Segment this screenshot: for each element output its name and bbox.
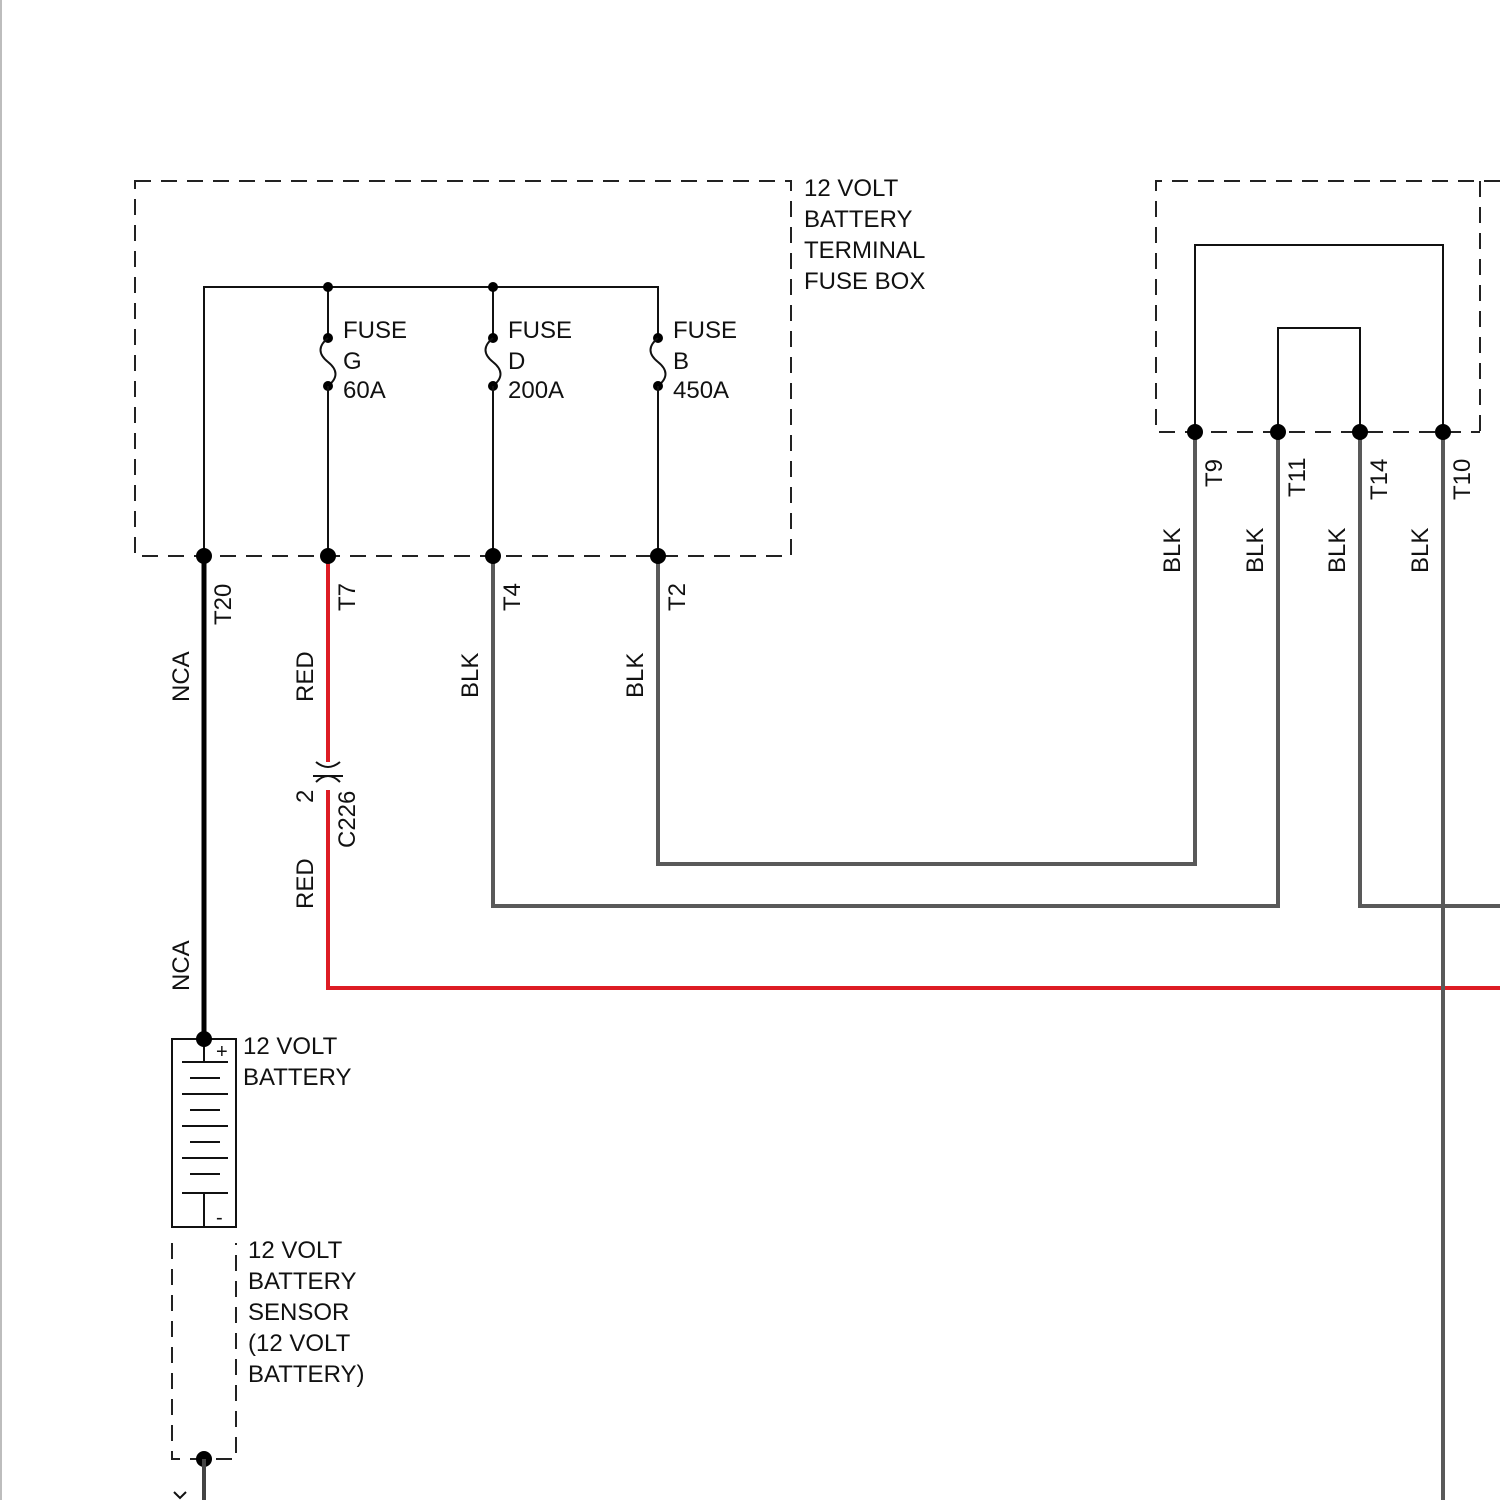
fuse-d-rating: 200A	[508, 377, 564, 404]
bus-splice-dot	[323, 282, 333, 292]
connector-c226	[313, 762, 343, 782]
right-module	[1156, 181, 1500, 432]
wire-blk-t14	[1360, 432, 1500, 906]
fuse-d-element-icon	[486, 338, 501, 386]
right-module-inner-loop	[1278, 328, 1360, 432]
terminal-t20-label: T20	[210, 584, 237, 625]
battery-sensor-label-line-4: (12 VOLT	[248, 1330, 351, 1357]
battery-plus-sign: +	[216, 1041, 228, 1063]
wire-blk-t4-label: BLK	[457, 653, 484, 698]
terminal-t20-dot	[196, 548, 212, 564]
battery-sensor-outline	[172, 1243, 236, 1459]
terminal-t14-dot	[1352, 424, 1368, 440]
terminal-t4-dot	[485, 548, 501, 564]
battery-cells-icon	[182, 1062, 228, 1193]
bus-splice-dot	[488, 282, 498, 292]
battery-positive-dot	[196, 1031, 212, 1047]
fuse-b-name: FUSE	[673, 317, 737, 344]
wire-blk-t14-label: BLK	[1324, 528, 1351, 573]
wire-nca-label-lower: NCA	[168, 940, 195, 991]
terminal-t7-label: T7	[334, 583, 361, 611]
connector-c226-pin: 2	[292, 790, 319, 803]
battery-sensor-label-line-1: 12 VOLT	[248, 1237, 343, 1264]
fuse-g-name: FUSE	[343, 317, 407, 344]
wire-red-lower	[328, 790, 1500, 988]
wire-blk-t9-label: BLK	[1159, 528, 1186, 573]
connector-c226-female-icon	[316, 762, 340, 767]
battery-minus-sign: -	[216, 1207, 223, 1229]
wire-blk-t10-label: BLK	[1407, 528, 1434, 573]
fuse-box-bus	[204, 287, 658, 556]
terminal-t11-label: T11	[1284, 457, 1311, 497]
terminal-t9-dot	[1187, 424, 1203, 440]
wire-blk-t2-label: BLK	[622, 653, 649, 698]
terminal-t9-label: T9	[1201, 459, 1228, 487]
battery-sensor-label-line-3: SENSOR	[248, 1299, 349, 1326]
terminal-t2-dot	[650, 548, 666, 564]
fuse-b-letter: B	[673, 348, 689, 375]
terminal-t7-dot	[320, 548, 336, 564]
wire-red-label-lower: RED	[292, 858, 319, 909]
terminal-t10-label: T10	[1449, 459, 1476, 500]
fuse-g: FUSE G 60A	[321, 317, 408, 556]
terminal-t11-dot	[1270, 424, 1286, 440]
battery: + - 12 VOLT BATTERY	[172, 1031, 351, 1229]
fuse-box-label-line-2: BATTERY	[804, 206, 912, 233]
fuse-g-letter: G	[343, 348, 362, 375]
fuse-b-element-icon	[651, 338, 666, 386]
fuse-b: FUSE B 450A	[651, 317, 738, 556]
fuse-g-rating: 60A	[343, 377, 386, 404]
battery-sensor: 12 VOLT BATTERY SENSOR (12 VOLT BATTERY)	[172, 1237, 364, 1500]
fuse-b-rating: 450A	[673, 377, 729, 404]
fuse-box-outline	[135, 181, 791, 556]
battery-sensor-arrow-icon	[174, 1492, 186, 1498]
wire-blk-t4-t11	[493, 432, 1278, 906]
battery-sensor-label-line-2: BATTERY	[248, 1268, 356, 1295]
connector-c226-name: C226	[334, 791, 361, 848]
terminal-t4-label: T4	[499, 583, 526, 611]
fuse-box-label-line-3: TERMINAL	[804, 237, 925, 264]
wire-red-label-upper: RED	[292, 651, 319, 702]
wire-blk-t11-label: BLK	[1242, 528, 1269, 573]
right-module-outline	[1156, 181, 1500, 432]
fuse-d: FUSE D 200A	[486, 317, 573, 556]
terminal-t2-label: T2	[664, 583, 691, 611]
battery-label-line-2: BATTERY	[243, 1064, 351, 1091]
battery-sensor-label-line-5: BATTERY)	[248, 1361, 364, 1388]
fuse-d-letter: D	[508, 348, 525, 375]
wire-blk-t2-t9	[658, 432, 1195, 864]
fuse-box-label-line-4: FUSE BOX	[804, 268, 925, 295]
fuse-g-element-icon	[321, 338, 336, 386]
terminal-t10-dot	[1435, 424, 1451, 440]
fuse-d-name: FUSE	[508, 317, 572, 344]
battery-label-line-1: 12 VOLT	[243, 1033, 338, 1060]
terminal-t14-label: T14	[1366, 459, 1393, 500]
fuse-box: 12 VOLT BATTERY TERMINAL FUSE BOX FUSE G…	[135, 175, 925, 556]
fuse-box-label-line-1: 12 VOLT	[804, 175, 899, 202]
right-module-outer-loop	[1195, 245, 1443, 432]
wire-nca-label-upper: NCA	[168, 651, 195, 702]
